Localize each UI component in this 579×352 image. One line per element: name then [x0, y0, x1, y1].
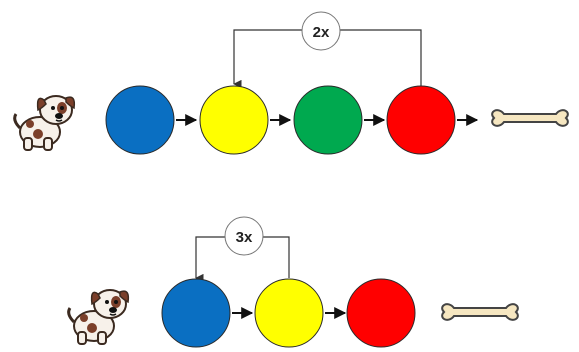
row-2: 3x [67, 216, 519, 348]
dog-icon [67, 288, 130, 346]
red-circle [386, 85, 456, 155]
bone-icon [491, 109, 569, 127]
row-1: 2x [13, 11, 569, 155]
bone-icon [441, 303, 519, 321]
loop-label: 2x [313, 24, 330, 41]
loop-badge [224, 216, 264, 256]
blue-circle [105, 85, 175, 155]
loop-label: 3x [236, 229, 253, 246]
red-circle [346, 278, 416, 348]
yellow-circle [199, 85, 269, 155]
loop-badge [301, 11, 341, 51]
dog-icon [13, 94, 76, 152]
blue-circle [161, 278, 231, 348]
green-circle [293, 85, 363, 155]
yellow-circle [254, 278, 324, 348]
